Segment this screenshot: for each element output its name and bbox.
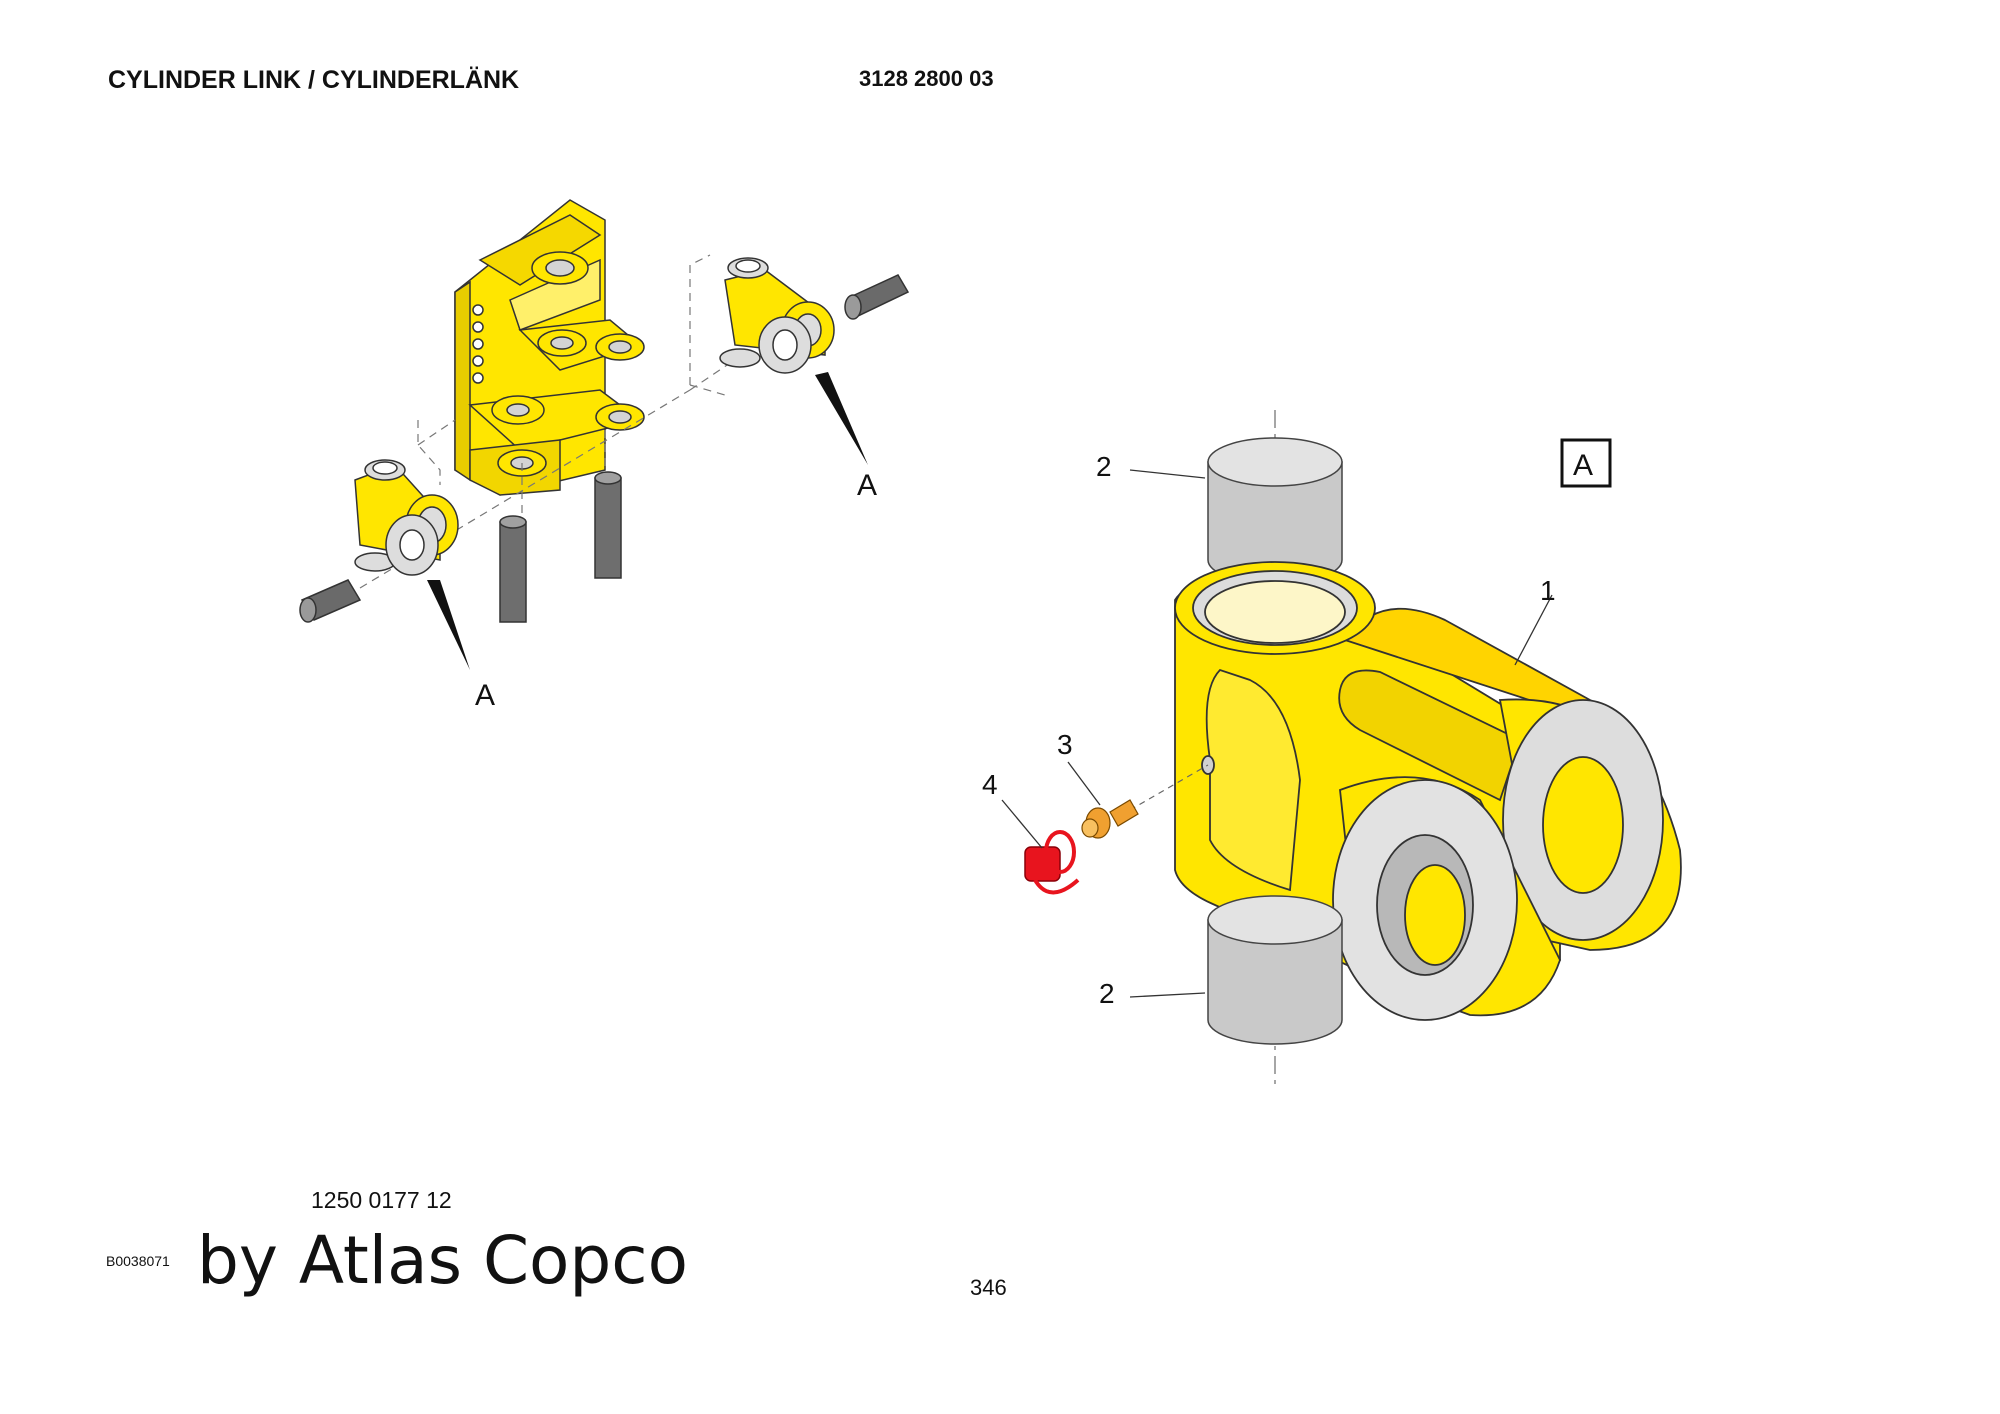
protective-cap [1024, 830, 1080, 895]
callout-leaders [1001, 469, 1553, 998]
callout-grease-nipple: 3 [1057, 729, 1073, 760]
page-number: 346 [970, 1275, 1007, 1300]
document-number: 3128 2800 03 [859, 66, 994, 91]
vertical-pins [499, 471, 622, 623]
brand-watermark: by Atlas Copco [197, 1222, 688, 1299]
view-pointer-right [815, 372, 868, 465]
pointer-label-right: A [857, 469, 877, 502]
bracket-assembly [454, 199, 645, 496]
view-marker-box [1560, 438, 1612, 488]
part-number: 1250 0177 12 [311, 1187, 452, 1213]
view-pointer-left [427, 580, 470, 670]
pin-left [299, 579, 362, 623]
cylinder-link-body [1174, 561, 1682, 1021]
bushing-bottom [1207, 895, 1343, 1045]
figure-id: B0038071 [106, 1253, 170, 1269]
bushing-top [1207, 437, 1343, 585]
callout-bushing-top: 2 [1096, 451, 1112, 482]
callout-bushing-bottom: 2 [1099, 978, 1115, 1009]
pin-right [844, 274, 910, 320]
clevis-link-right [719, 257, 835, 374]
view-marker: A [1573, 449, 1593, 482]
nipple-guide-line [1129, 764, 1209, 811]
grease-nipple [1081, 799, 1139, 839]
page-title: CYLINDER LINK / CYLINDERLÄNK [108, 66, 520, 94]
callout-link-body: 1 [1540, 575, 1556, 606]
callout-cap: 4 [982, 769, 998, 800]
clevis-link-left [354, 459, 459, 576]
pointer-label-left: A [475, 679, 495, 712]
